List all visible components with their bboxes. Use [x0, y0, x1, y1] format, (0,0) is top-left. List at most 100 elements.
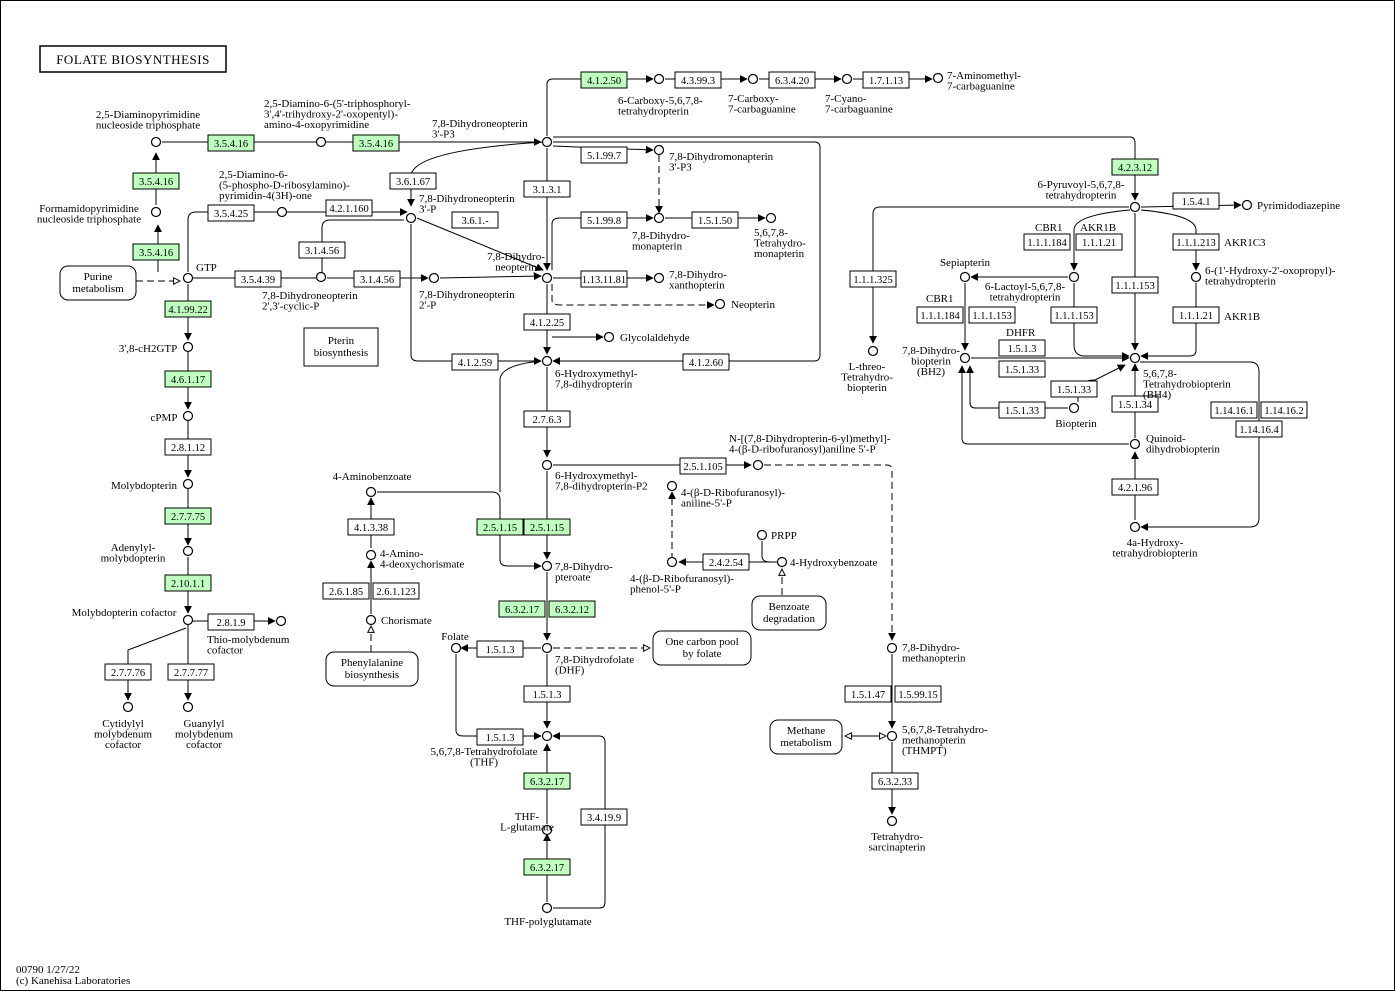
enzyme-box[interactable]: 3.5.4.16 [352, 134, 400, 152]
enzyme-box[interactable]: 1.5.1.50 [691, 211, 739, 229]
compound-circle[interactable] [886, 815, 898, 827]
enzyme-box[interactable]: 2.5.1.105 [679, 457, 727, 475]
compound-circle[interactable] [182, 701, 194, 713]
compound-circle[interactable] [666, 480, 678, 492]
compound-circle[interactable] [765, 212, 777, 224]
compound-node[interactable]: 2,5-Diamino-6-(5'-triphosphoryl-3',4'-tr… [264, 98, 411, 148]
compound-node[interactable]: 7,8-Dihydro-xanthopterin [653, 269, 728, 292]
enzyme-box[interactable]: 1.1.1.213 [1172, 233, 1220, 251]
compound-node[interactable]: 2,5-Diamino-6-(5-phospho-D-ribosylamino)… [219, 169, 350, 218]
compound-circle[interactable] [182, 614, 194, 626]
enzyme-box[interactable]: 3.4.19.9 [580, 808, 628, 826]
enzyme-box[interactable]: 1.14.16.2 [1260, 401, 1308, 419]
compound-node[interactable]: 6-Hydroxymethyl-7,8-dihydropterin [541, 355, 638, 391]
compound-circle[interactable] [776, 556, 788, 568]
compound-circle[interactable] [886, 642, 898, 654]
compound-circle[interactable] [714, 298, 726, 310]
enzyme-box[interactable]: 1.5.1.33 [998, 360, 1046, 378]
compound-node[interactable]: Neopterin [714, 298, 776, 311]
enzyme-box[interactable]: 2.7.7.76 [104, 663, 152, 681]
compound-circle[interactable] [1129, 201, 1141, 213]
compound-circle[interactable] [932, 72, 944, 84]
compound-node[interactable]: Molybdopterin cofactor [72, 607, 194, 626]
enzyme-box[interactable]: 3.5.4.16 [132, 243, 180, 261]
enzyme-box[interactable]: 1.1.1.153 [1111, 276, 1159, 294]
compound-circle[interactable] [653, 212, 665, 224]
compound-circle[interactable] [653, 73, 665, 85]
compound-circle[interactable] [541, 730, 553, 742]
compound-circle[interactable] [276, 206, 288, 218]
compound-circle[interactable] [150, 206, 162, 218]
enzyme-box[interactable]: 1.1.1.153 [1050, 306, 1098, 324]
enzyme-box[interactable]: 1.1.1.184 [916, 306, 964, 324]
compound-circle[interactable] [1190, 271, 1202, 283]
compound-circle[interactable] [541, 560, 553, 572]
compound-circle[interactable] [867, 345, 879, 357]
enzyme-box[interactable]: 1.1.1.153 [968, 306, 1016, 324]
compound-circle[interactable] [1129, 352, 1141, 364]
enzyme-box[interactable]: 3.5.4.39 [234, 270, 282, 288]
compound-circle[interactable] [666, 556, 678, 568]
enzyme-box[interactable]: 6.3.4.20 [768, 71, 816, 89]
compound-node[interactable]: 4-Hydroxybenzoate [776, 556, 878, 569]
compound-node[interactable]: PRPP [756, 529, 797, 542]
enzyme-box[interactable]: 2.7.6.3 [523, 410, 571, 428]
compound-node[interactable]: Glycolaldehyde [603, 331, 690, 344]
compound-circle[interactable] [541, 355, 553, 367]
enzyme-box[interactable]: 4.2.1.160 [325, 199, 373, 217]
compound-circle[interactable] [747, 73, 759, 85]
compound-node[interactable]: 7,8-Dihydro-neopterin [487, 251, 553, 284]
compound-node[interactable]: 7-Carboxy-7-carbaguanine [728, 73, 796, 116]
enzyme-box[interactable]: 4.6.1.17 [164, 370, 212, 388]
compound-node[interactable]: Quinoid-dihydrobiopterin [1129, 433, 1221, 456]
compound-circle[interactable] [275, 615, 287, 627]
enzyme-box[interactable]: 4.1.99.22 [164, 300, 212, 318]
enzyme-box[interactable]: 2.6.1.85 [322, 582, 370, 600]
compound-node[interactable]: 4-Amino-4-deoxychorismate [365, 548, 465, 571]
compound-node[interactable]: 5,6,7,8-Tetrahydrofolate(THF) [430, 730, 553, 769]
compound-circle[interactable] [1241, 199, 1253, 211]
enzyme-box[interactable]: 2.6.1.123 [372, 582, 420, 600]
compound-circle[interactable] [541, 642, 553, 654]
compound-node[interactable]: Molybdopterin [111, 478, 194, 493]
enzyme-box[interactable]: 5.1.99.8 [580, 211, 628, 229]
enzyme-box[interactable]: 1.14.16.4 [1235, 420, 1283, 438]
compound-circle[interactable] [182, 478, 194, 490]
enzyme-box[interactable]: 4.1.3.38 [347, 518, 395, 536]
enzyme-box[interactable]: 2.5.1.15 [476, 518, 524, 536]
enzyme-box[interactable]: 1.1.1.184 [1023, 233, 1071, 251]
compound-node[interactable]: 6-(1'-Hydroxy-2'-oxopropyl)-tetrahydropt… [1190, 265, 1336, 288]
compound-node[interactable]: Chorismate [365, 614, 432, 627]
compound-node[interactable]: 7,8-Dihydrofolate(DHF) [541, 642, 635, 677]
compound-node[interactable]: GTP [182, 262, 217, 284]
enzyme-box[interactable]: 1.5.99.15 [894, 685, 942, 703]
compound-circle[interactable] [315, 136, 327, 148]
enzyme-box[interactable]: 2.4.2.54 [702, 553, 750, 571]
compound-circle[interactable] [1068, 271, 1080, 283]
enzyme-box[interactable]: 2.8.1.9 [207, 613, 255, 631]
enzyme-box[interactable]: 6.3.2.17 [523, 858, 571, 876]
enzyme-box[interactable]: 3.1.4.56 [298, 241, 346, 259]
compound-circle[interactable] [541, 459, 553, 471]
compound-node[interactable]: Sepiapterin [940, 257, 991, 283]
enzyme-box[interactable]: 3.5.4.16 [132, 172, 180, 190]
compound-circle[interactable] [182, 272, 194, 284]
compound-circle[interactable] [1129, 521, 1141, 533]
compound-node[interactable]: Folate [441, 631, 469, 654]
enzyme-box[interactable]: 2.7.7.77 [167, 663, 215, 681]
compound-circle[interactable] [150, 136, 162, 148]
compound-node[interactable]: Biopterin [1055, 402, 1097, 431]
compound-circle[interactable] [756, 529, 768, 541]
enzyme-box[interactable]: 3.1.4.56 [353, 270, 401, 288]
